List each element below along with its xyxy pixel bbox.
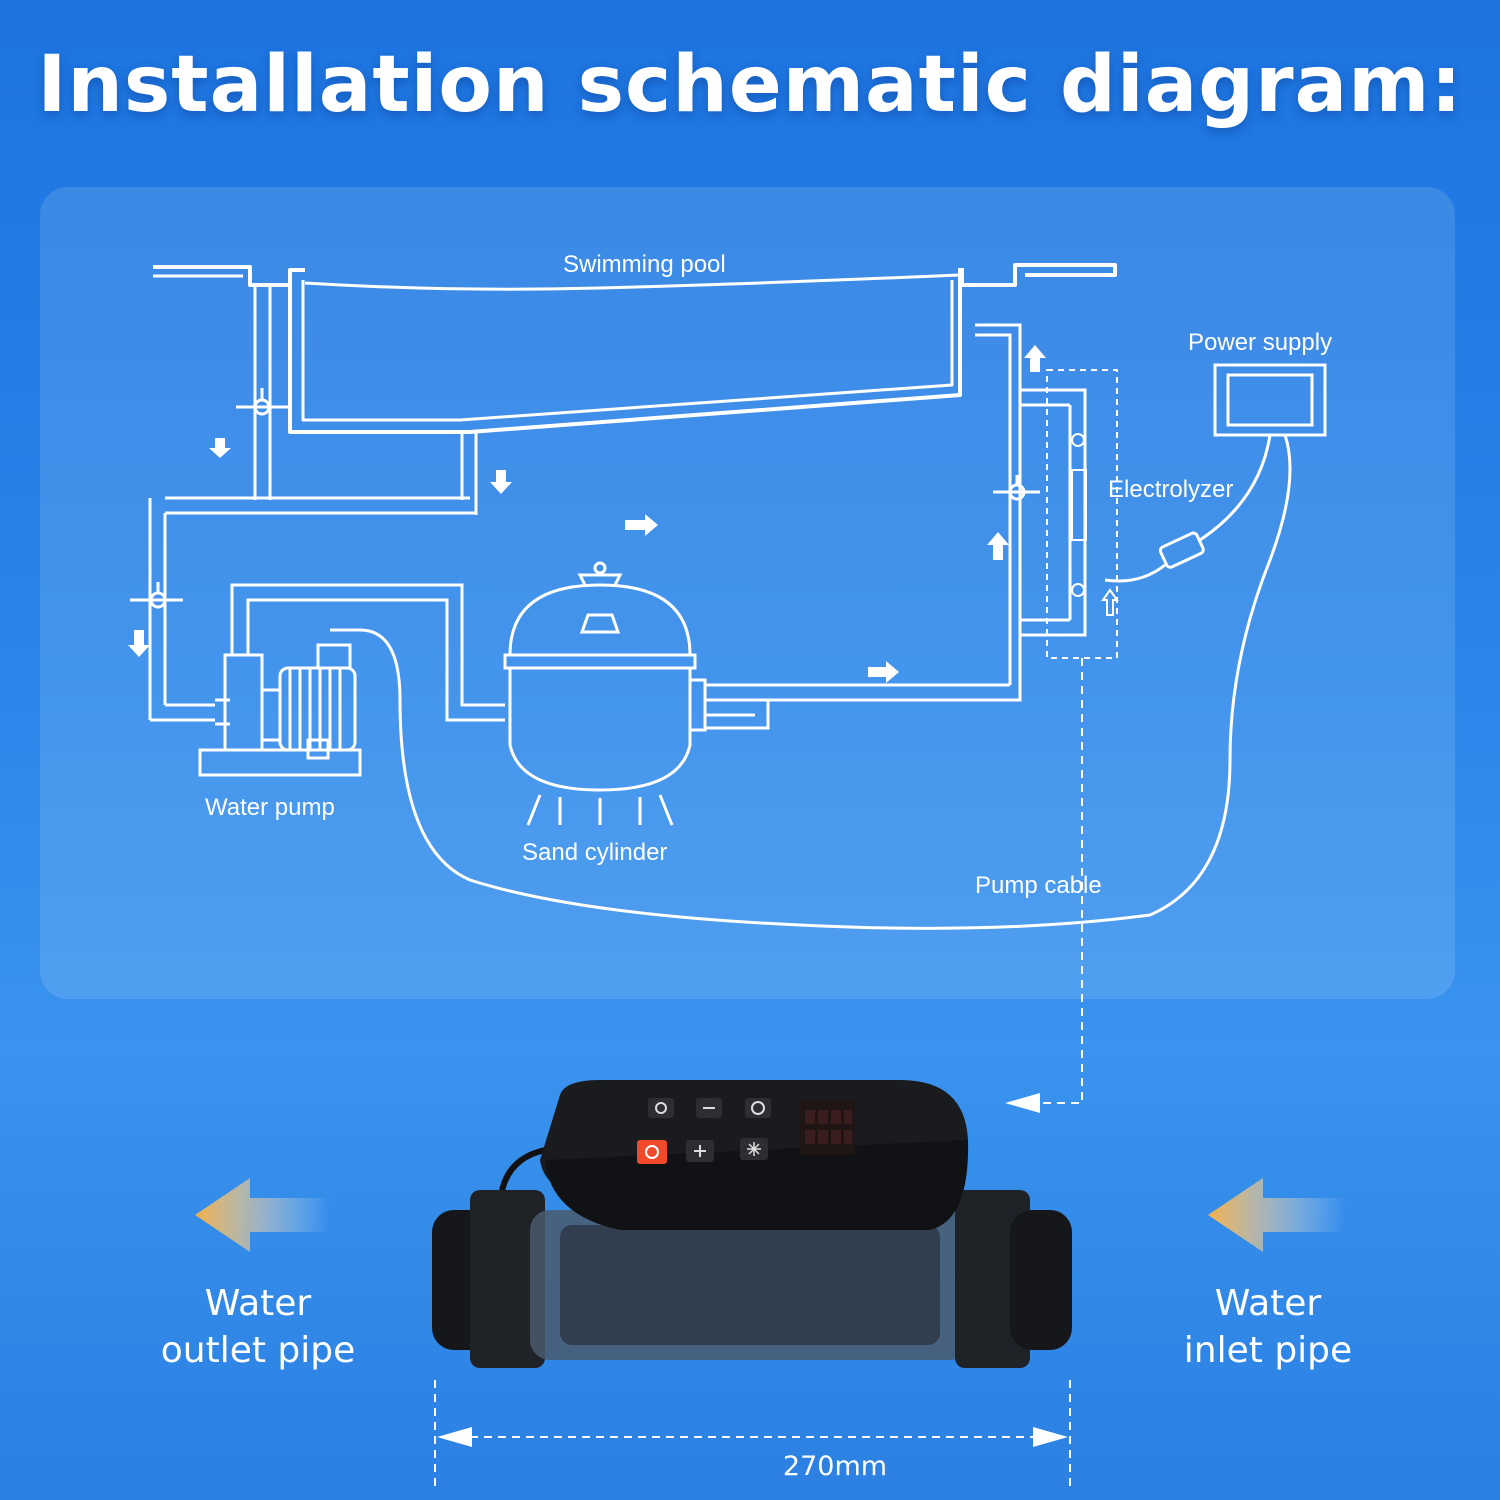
water-pump: [198, 643, 362, 777]
outlet-flow-arrow-icon: [195, 1178, 330, 1252]
dimension-line: [434, 1380, 1071, 1490]
swimming-pool-label: Swimming pool: [563, 251, 726, 278]
power-supply-label: Power supply: [1188, 329, 1332, 356]
pump-cable-label: Pump cable: [975, 872, 1102, 899]
power-supply: [330, 363, 1327, 930]
chlorinator-device: [432, 1080, 1072, 1368]
snowflake-icon: [740, 1138, 768, 1160]
electrolyzer-box: [1046, 369, 1118, 659]
dimension-arrow-right-icon: [1033, 1427, 1068, 1447]
water-pump-label: Water pump: [205, 794, 335, 821]
bolt-icon: [745, 1098, 771, 1118]
inlet-label-line1: Water: [1215, 1283, 1322, 1324]
power-icon: [637, 1140, 667, 1164]
sand-cylinder: [503, 561, 1010, 826]
sand-cylinder-label: Sand cylinder: [522, 839, 667, 866]
return-piping: [975, 323, 1087, 702]
page-title: Installation schematic diagram:: [37, 40, 1463, 130]
diagram-panel: [40, 187, 1455, 999]
gear-icon: [648, 1098, 674, 1118]
left-piping: [148, 285, 505, 722]
dimension-arrow-left-icon: [437, 1427, 472, 1447]
electrolyzer-cell: [1071, 433, 1119, 616]
inlet-label-line2: inlet pipe: [1184, 1330, 1352, 1371]
flow-arrow-icon: [128, 345, 1046, 683]
led-display: [800, 1100, 855, 1155]
swimming-pool: [153, 263, 1117, 434]
leader-arrow-icon: [1005, 1093, 1040, 1113]
outlet-label-line1: Water: [205, 1283, 312, 1324]
minus-icon: [696, 1098, 722, 1118]
outlet-label-line2: outlet pipe: [161, 1330, 356, 1371]
plus-icon: [686, 1140, 714, 1162]
dimension-label: 270mm: [783, 1451, 887, 1482]
electrolyzer-label: Electrolyzer: [1108, 476, 1233, 503]
inlet-flow-arrow-icon: [1208, 1178, 1345, 1252]
